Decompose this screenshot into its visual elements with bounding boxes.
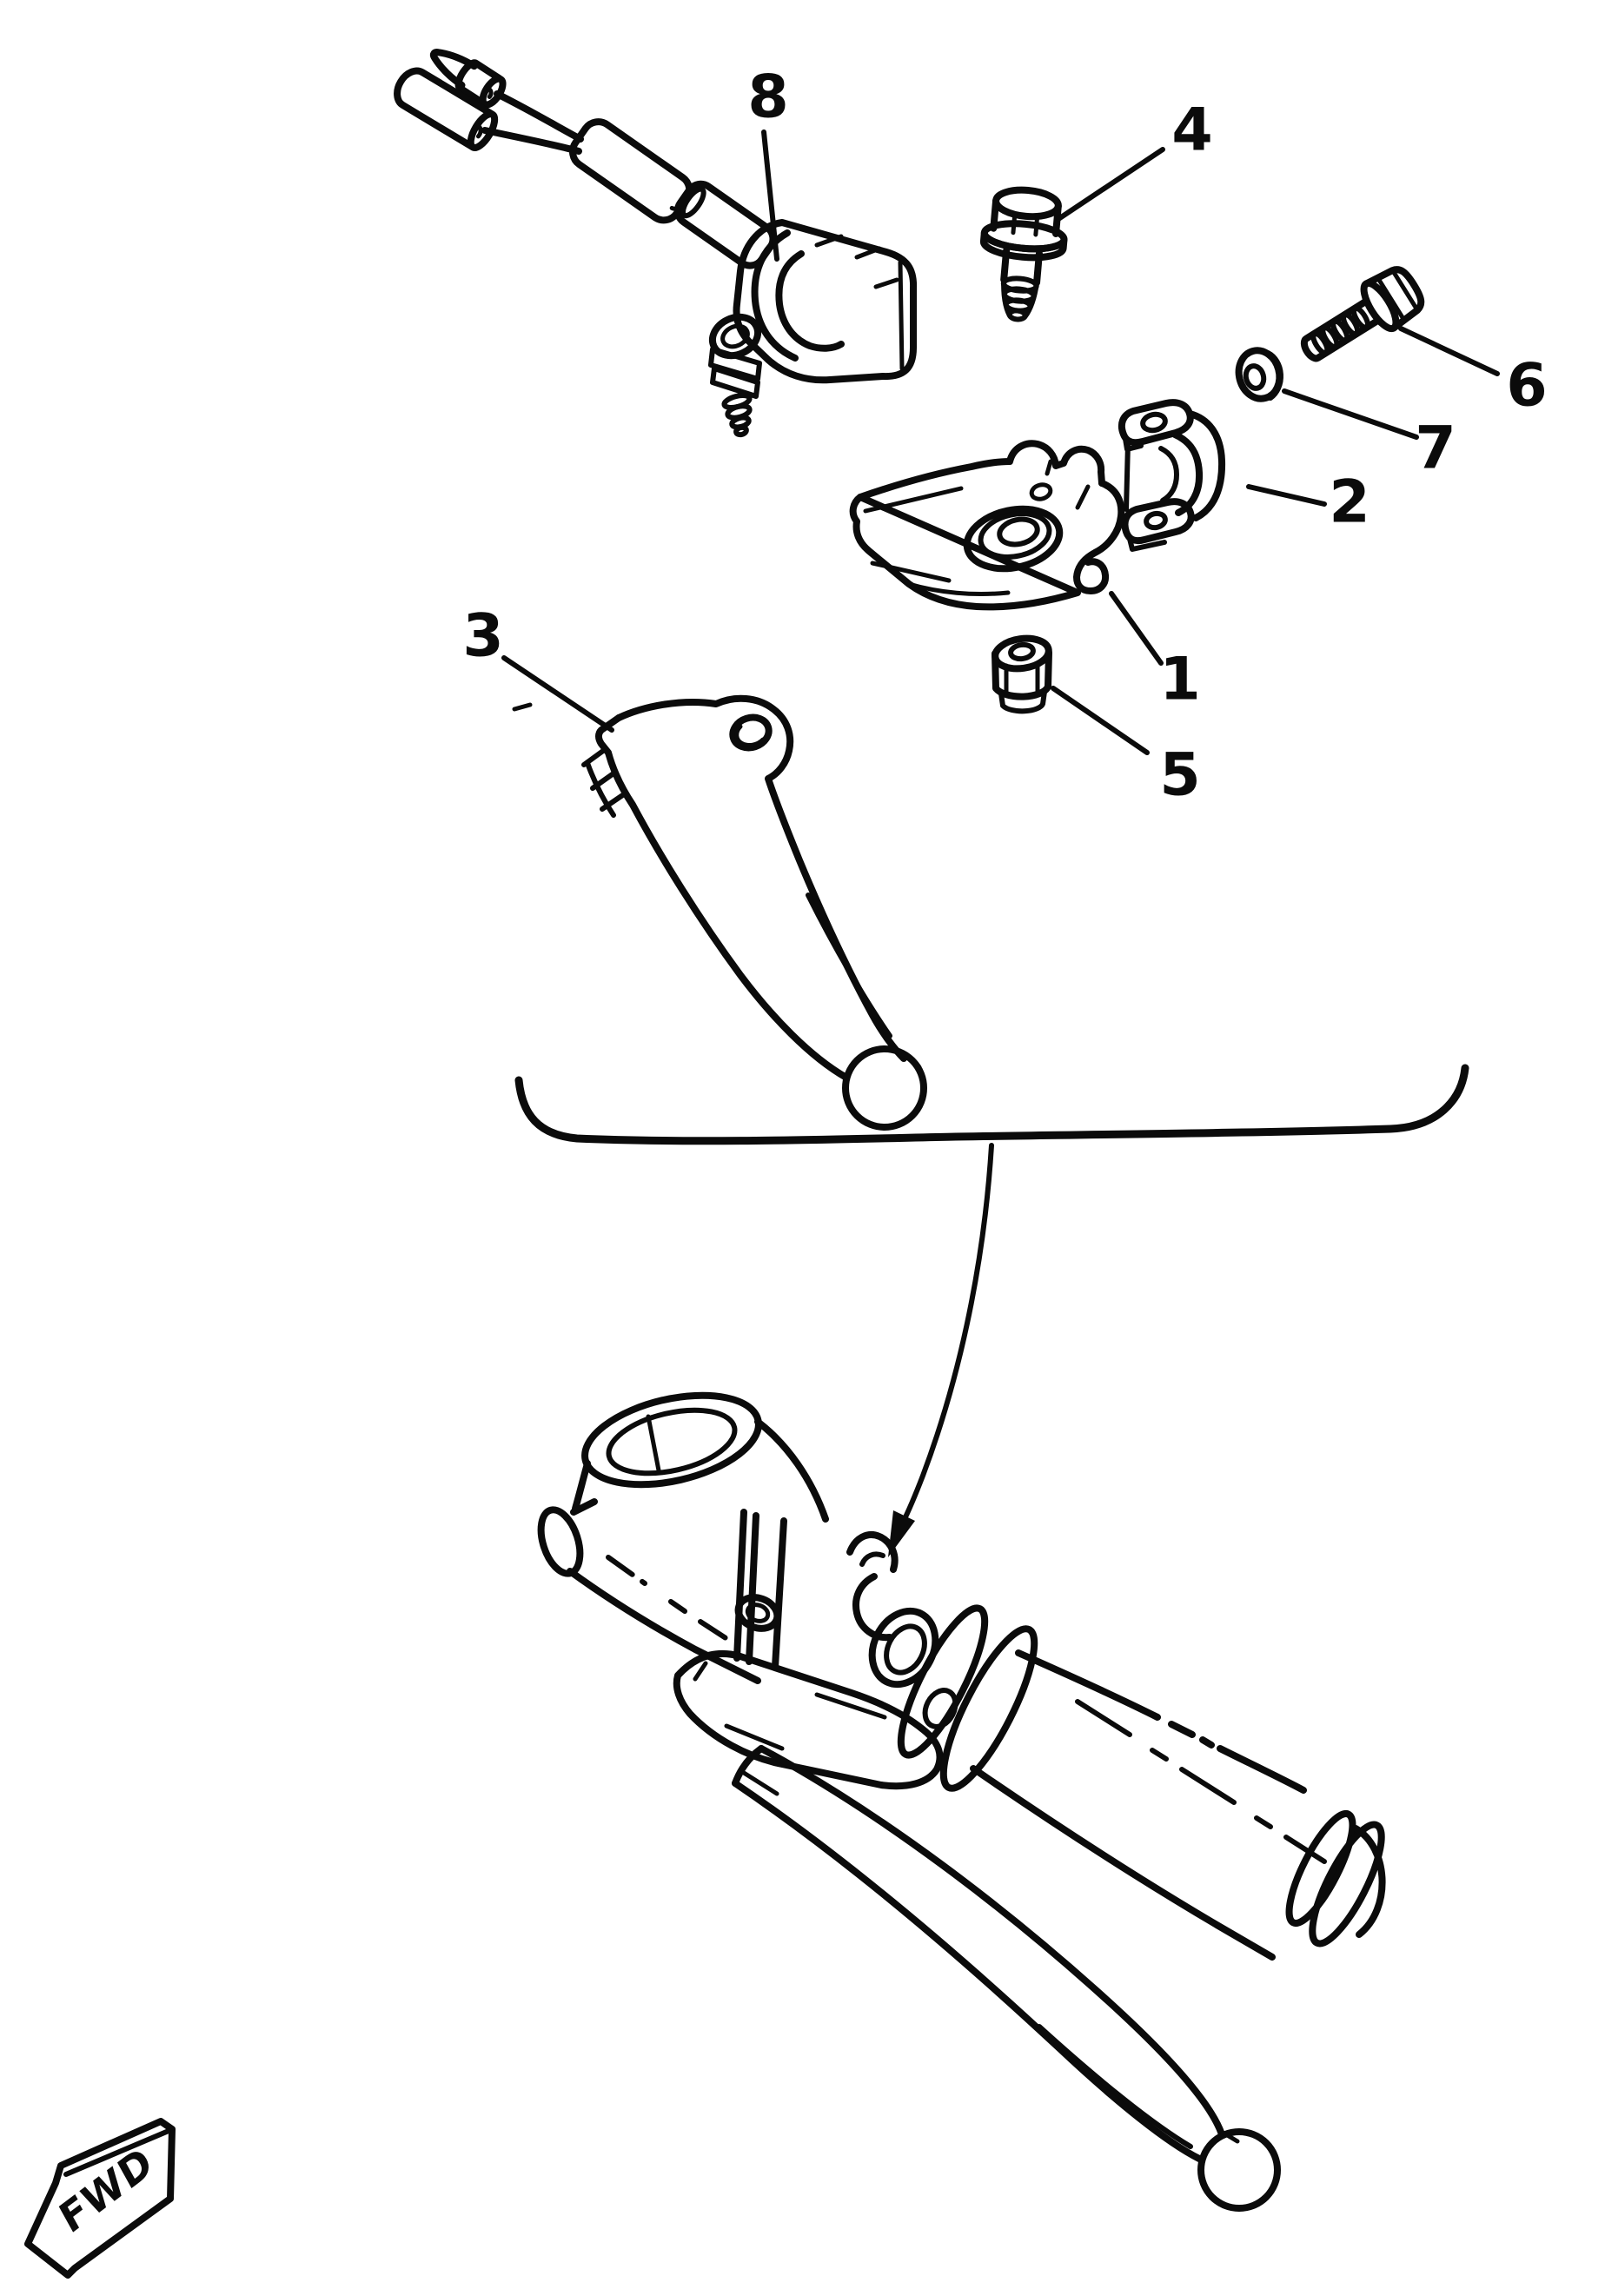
callouts-layer: 8 4 672 1 5 3 — [462, 63, 1547, 810]
part6-clamp-screw — [1300, 266, 1425, 362]
part8-wire-lead-and-switch — [394, 49, 918, 438]
callout-6-label: 6 — [1506, 352, 1547, 421]
callout-3-label: 3 — [462, 602, 503, 671]
callout-1-leader — [1109, 591, 1164, 666]
callout-5-leader — [1051, 686, 1150, 755]
part5-nut — [992, 634, 1052, 714]
part2-holder-bracket — [1118, 399, 1226, 552]
assembly-pointer-arrow — [888, 1143, 994, 1557]
callout-8-leader — [761, 129, 779, 262]
handlebar-assembly — [537, 1391, 1386, 2212]
wire-line — [494, 90, 584, 143]
pinch-screw — [708, 313, 762, 438]
callout-8-label: 8 — [747, 63, 788, 132]
part7-washer — [1235, 347, 1283, 402]
fwd-label: FWD — [52, 2137, 161, 2243]
callout-4-leader — [1056, 147, 1165, 222]
callout-2-label: 2 — [1329, 468, 1370, 537]
callout-6-leader — [1398, 326, 1500, 376]
callout-7-label: 7 — [1415, 415, 1456, 483]
callout-7-leader — [1282, 388, 1419, 440]
wire-terminal-icon — [394, 67, 499, 151]
fwd-direction-badge: FWD — [24, 2118, 176, 2279]
part3-lever — [512, 694, 927, 1131]
part1-lever-holder — [849, 440, 1125, 611]
callout-5-label: 5 — [1159, 741, 1200, 810]
callout-4-label: 4 — [1171, 96, 1212, 165]
switch-housing — [733, 219, 918, 384]
callout-2-leader — [1246, 484, 1327, 507]
part4-adjust-bolt — [979, 186, 1068, 322]
handlebar-outline-curve — [514, 1064, 1469, 1145]
callout-3-leader — [501, 655, 614, 733]
callout-1-label: 1 — [1159, 646, 1200, 714]
